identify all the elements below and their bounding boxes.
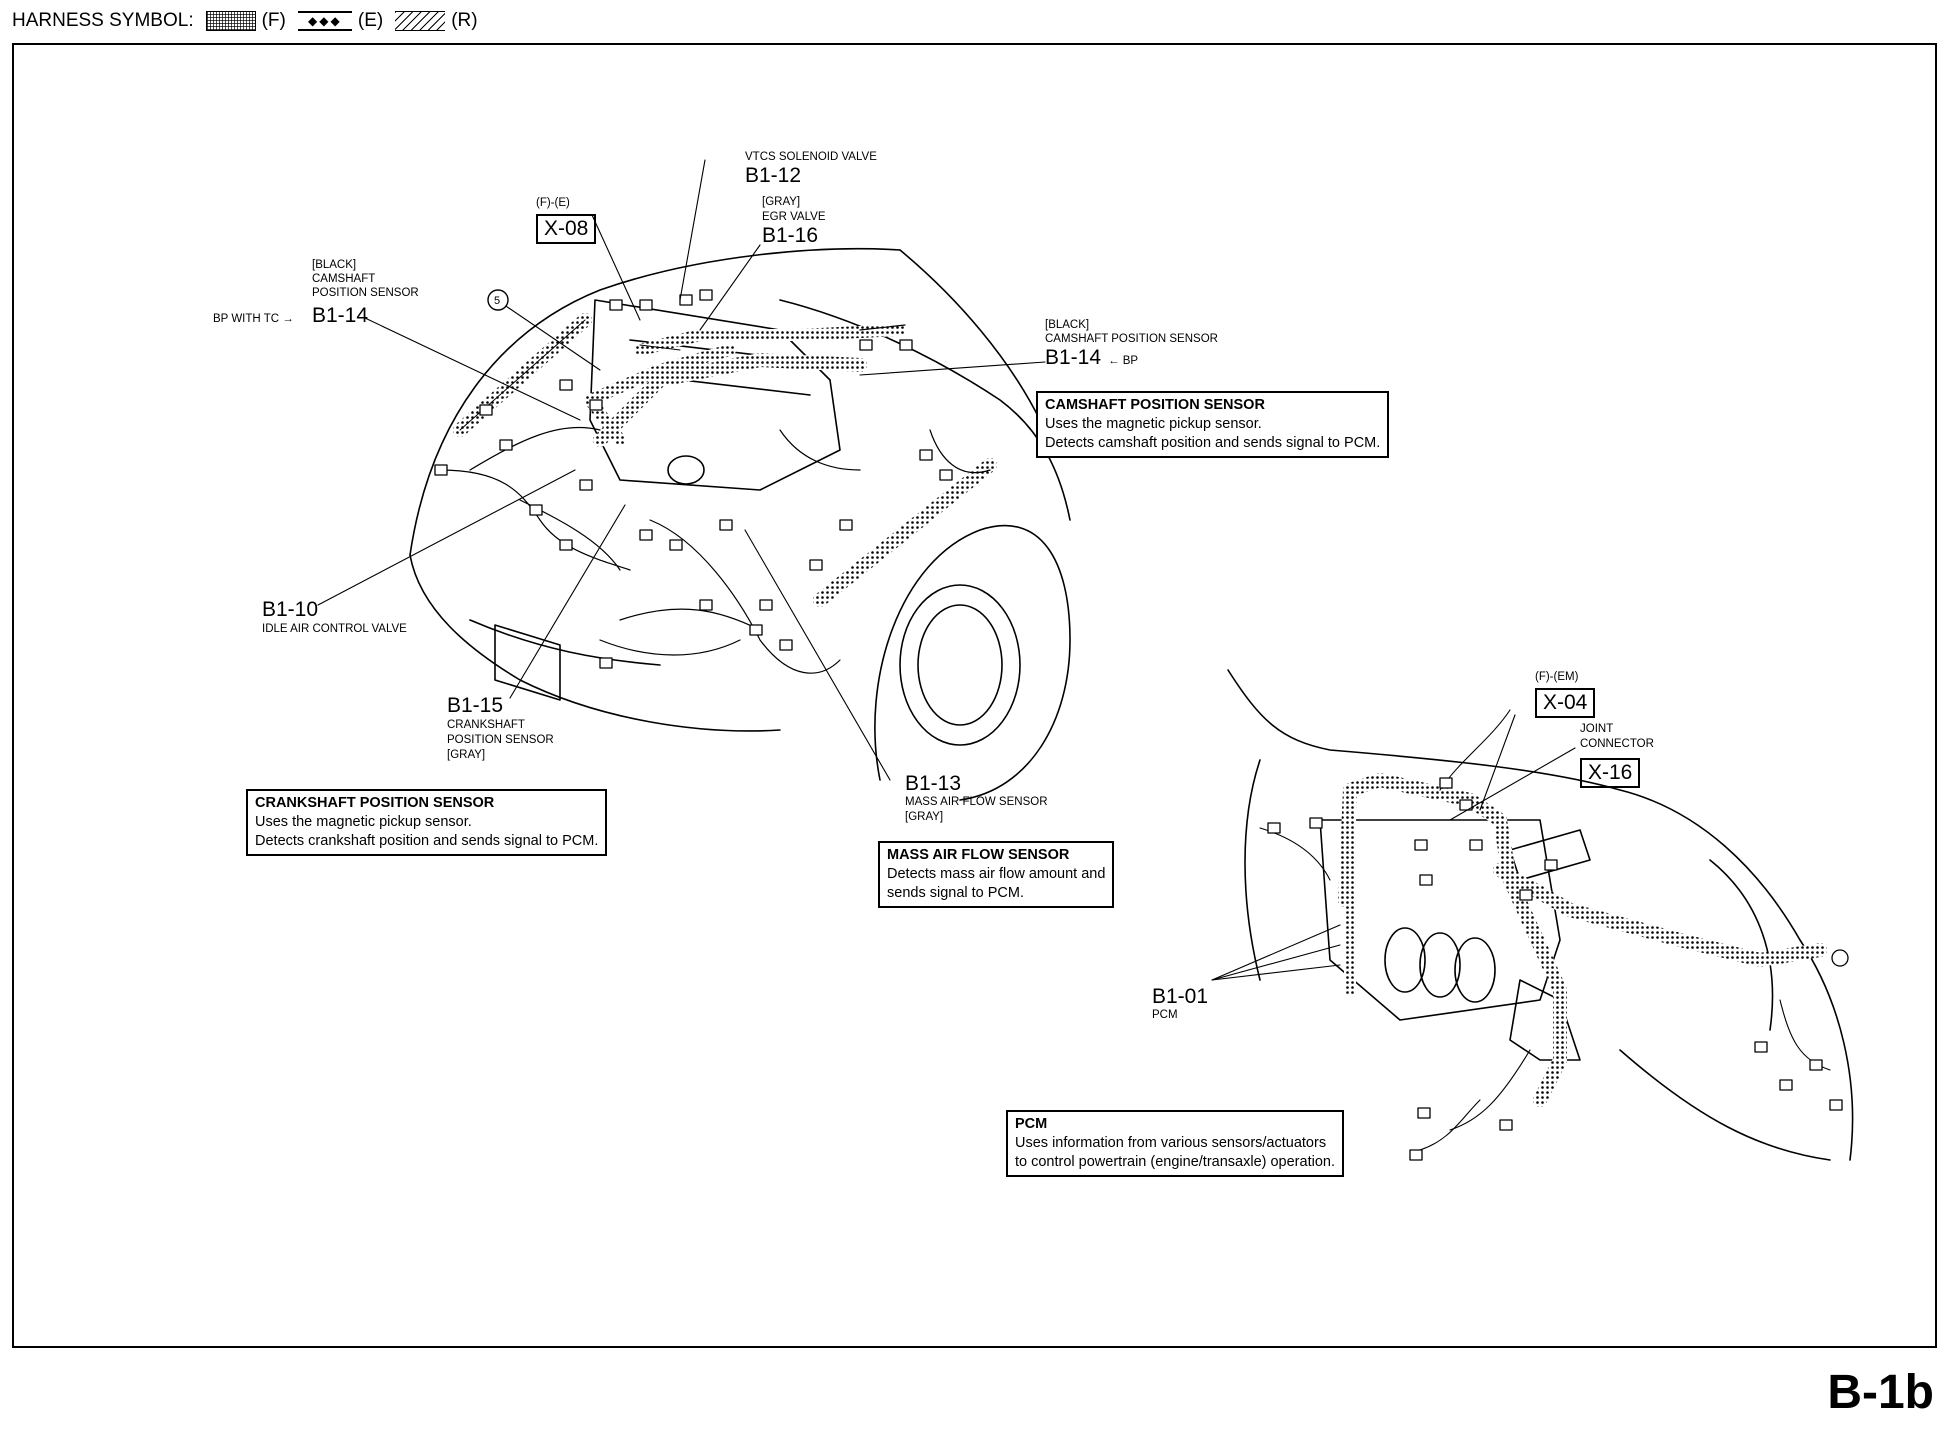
mass-air-flow-sensor-infobox: MASS AIR FLOW SENSOR Detects mass air fl… (878, 841, 1115, 908)
mass-air-flow-sensor-color: [GRAY] (905, 811, 944, 823)
crankshaft-position-sensor-infobox: CRANKSHAFT POSITION SENSOR Uses the magn… (246, 789, 608, 856)
harness-engine-code: (E) (357, 10, 384, 31)
harness-front-symbol (205, 11, 256, 31)
infobox-title: PCM (1015, 1116, 1048, 1132)
crankshaft-sensor-code: B1-15 (447, 694, 504, 717)
camshaft-sensor-1-label-line2: POSITION SENSOR (312, 287, 419, 299)
mass-air-flow-sensor-label: MASS AIR FLOW SENSOR (905, 796, 1048, 808)
camshaft-position-sensor-infobox: CAMSHAFT POSITION SENSOR Uses the magnet… (1036, 391, 1390, 458)
camshaft-sensor-2-color: [BLACK] (1045, 319, 1090, 331)
infobox-line: to control powertrain (engine/transaxle)… (1015, 1154, 1335, 1170)
x08-note: (F)-(E) (536, 197, 570, 209)
connectors-right (1267, 777, 1849, 1161)
pcm-label: PCM (1152, 1009, 1178, 1021)
infobox-line: Uses information from various sensors/ac… (1015, 1135, 1327, 1151)
camshaft-sensor-1-prefix: BP WITH TC → (213, 313, 294, 325)
infobox-title: CRANKSHAFT POSITION SENSOR (255, 795, 495, 811)
infobox-line: Detects crankshaft position and sends si… (255, 833, 599, 849)
egr-valve-code: B1-16 (762, 224, 819, 247)
x16-code: X-16 (1580, 758, 1641, 788)
idle-air-control-valve-label: IDLE AIR CONTROL VALVE (262, 623, 407, 635)
crankshaft-sensor-color: [GRAY] (447, 749, 486, 761)
x08-code: X-08 (536, 214, 597, 244)
vtcs-solenoid-valve-label: VTCS SOLENOID VALVE (745, 151, 877, 163)
camshaft-sensor-1-code: B1-14 (312, 304, 369, 327)
infobox-line: sends signal to PCM. (887, 885, 1025, 901)
pcm-infobox: PCM Uses information from various sensor… (1006, 1110, 1344, 1177)
harness-symbol-label: HARNESS SYMBOL: (12, 10, 194, 31)
connectors-left (434, 289, 953, 669)
camshaft-sensor-2-code: B1-14 (1045, 346, 1102, 369)
pcm-code: B1-01 (1152, 985, 1209, 1008)
harness-rear-code: (R) (451, 10, 478, 31)
harness-engine-symbol: ◆◆◆ (297, 11, 352, 31)
diagram-frame (12, 43, 1937, 1348)
infobox-line: Uses the magnetic pickup sensor. (255, 814, 472, 830)
egr-valve-color: [GRAY] (762, 196, 801, 208)
harness-front-code: (F) (261, 10, 286, 31)
camshaft-sensor-1-label-line1: CAMSHAFT (312, 273, 376, 285)
infobox-line: Uses the magnetic pickup sensor. (1045, 416, 1262, 432)
harness-rear-symbol (395, 11, 446, 31)
x04-code: X-04 (1535, 688, 1596, 718)
infobox-line: Detects mass air flow amount and (887, 866, 1106, 882)
crankshaft-sensor-label-line1: CRANKSHAFT (447, 719, 525, 731)
front-wheel (874, 524, 1071, 801)
car-body-outline (409, 247, 1071, 732)
joint-connector-label-line2: CONNECTOR (1580, 738, 1654, 750)
joint-connector-label-line1: JOINT (1580, 723, 1614, 735)
reference-circle-5: 5 (494, 295, 501, 307)
engine-block (589, 299, 841, 491)
mass-air-flow-sensor-code: B1-13 (905, 772, 962, 795)
infobox-title: MASS AIR FLOW SENSOR (887, 847, 1070, 863)
infobox-title: CAMSHAFT POSITION SENSOR (1045, 397, 1265, 413)
page-number: B-1b (1827, 1366, 1934, 1419)
infobox-line: Detects camshaft position and sends sign… (1045, 435, 1381, 451)
egr-valve-label: EGR VALVE (762, 211, 826, 223)
x04-note: (F)-(EM) (1535, 671, 1579, 683)
vtcs-solenoid-valve-code: B1-12 (745, 164, 802, 187)
harness-symbol-legend: HARNESS SYMBOL: (F) ◆◆◆ (E) (R) (12, 10, 478, 32)
crankshaft-sensor-label-line2: POSITION SENSOR (447, 734, 554, 746)
camshaft-sensor-2-label: CAMSHAFT POSITION SENSOR (1045, 333, 1218, 345)
idle-air-control-valve-code: B1-10 (262, 598, 319, 621)
camshaft-sensor-1-color: [BLACK] (312, 259, 357, 271)
camshaft-sensor-2-suffix: ← BP (1108, 355, 1139, 367)
